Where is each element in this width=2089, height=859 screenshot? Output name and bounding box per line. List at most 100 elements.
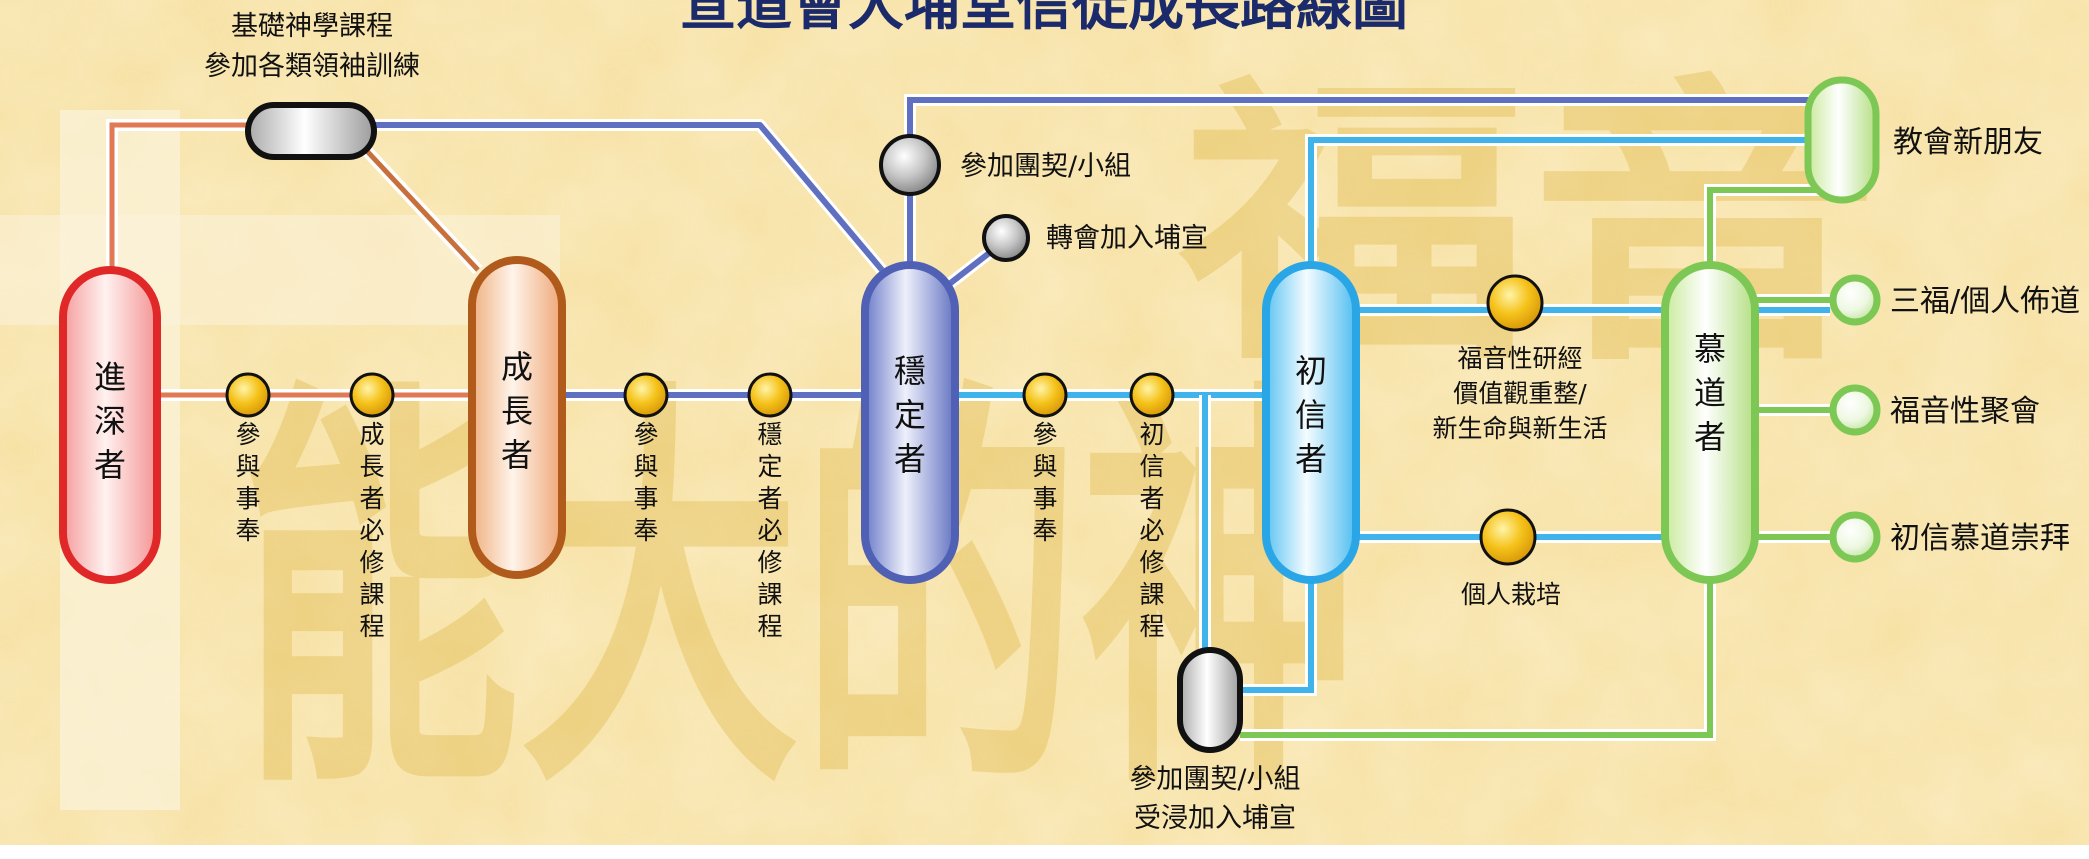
- orange-line: [106, 119, 483, 401]
- page-title: 宣道會大埔堂信徒成長路線圖: [680, 0, 1408, 38]
- label-course-growing-char-3: 者: [359, 484, 384, 513]
- cyan-line: [945, 134, 1830, 696]
- station-advanced[interactable]: 進 深 者: [59, 266, 161, 584]
- station-stable-char-2: 定: [894, 396, 926, 434]
- label-serve-1-char-1: 參: [235, 420, 260, 449]
- station-advanced-capsule[interactable]: [59, 266, 161, 584]
- label-course-new-char-1: 初: [1139, 420, 1164, 449]
- label-course-new-char-6: 課: [1139, 580, 1164, 609]
- station-stable-capsule[interactable]: [861, 261, 959, 584]
- label-course-new-char-2: 信: [1139, 452, 1164, 481]
- label-care: 個人栽培: [1461, 580, 1561, 609]
- label-course-stable-char-5: 修: [757, 548, 782, 577]
- stop-growing-course[interactable]: [349, 372, 395, 418]
- label-fellowship: 參加團契/小組: [960, 151, 1131, 182]
- station-growing-char-3: 者: [501, 436, 533, 474]
- baptism-interchange[interactable]: [1177, 647, 1243, 753]
- label-course-stable-char-7: 程: [757, 612, 782, 641]
- stop-bible-study[interactable]: [1486, 274, 1544, 332]
- label-serve-1-char-3: 事: [235, 484, 260, 513]
- station-new-believer-char-1: 初: [1295, 352, 1327, 390]
- label-course-growing-char-5: 修: [359, 548, 384, 577]
- label-gospel-meeting: 福音性聚會: [1890, 394, 2040, 429]
- station-new-believer-char-3: 者: [1295, 440, 1327, 478]
- stop-gospel-meeting[interactable]: [1829, 384, 1881, 436]
- label-serve-3-char-3: 事: [1032, 484, 1057, 513]
- label-course-new-char-3: 者: [1139, 484, 1164, 513]
- leadership-training-interchange[interactable]: [245, 102, 377, 160]
- label-course-stable-char-6: 課: [757, 580, 782, 609]
- station-new-believer[interactable]: 初 信 者: [1262, 261, 1360, 584]
- stop-fellowship[interactable]: [879, 134, 941, 196]
- label-study-2: 價值觀重整/: [1453, 379, 1587, 408]
- station-stable-char-3: 者: [894, 440, 926, 478]
- station-new-believer-char-2: 信: [1295, 396, 1327, 434]
- label-transfer: 轉會加入埔宣: [1046, 223, 1208, 254]
- label-serve-2-char-1: 參: [633, 420, 658, 449]
- label-serve-3-char-4: 奉: [1032, 516, 1057, 545]
- labels-bottom: 參加團契/小組 受浸加入埔宣: [1129, 764, 1300, 834]
- label-serve-1-char-4: 奉: [235, 516, 260, 545]
- label-study-1: 福音性研經: [1457, 344, 1582, 373]
- stop-worship[interactable]: [1829, 511, 1881, 563]
- labels-blue: 參加團契/小組 轉會加入埔宣: [960, 151, 1208, 254]
- label-course-growing-char-7: 程: [359, 612, 384, 641]
- label-course-growing-char-6: 課: [359, 580, 384, 609]
- station-seeker-char-2: 道: [1694, 374, 1726, 412]
- label-course-stable-char-4: 必: [757, 516, 782, 545]
- label-course-growing-char-2: 長: [359, 452, 384, 481]
- label-study-3: 新生命與新生活: [1432, 414, 1607, 443]
- stop-serve-1[interactable]: [225, 372, 271, 418]
- station-growing-capsule[interactable]: [468, 256, 566, 579]
- labels: 教會新朋友 三福/個人佈道 福音性聚會 初信慕道崇拜: [1890, 125, 2080, 556]
- label-course-stable-char-3: 者: [757, 484, 782, 513]
- station-new-believer-capsule[interactable]: [1262, 261, 1360, 584]
- station-stable-char-1: 穩: [894, 352, 926, 390]
- label-worship: 初信慕道崇拜: [1890, 521, 2070, 556]
- label-basic-1: 基礎神學課程: [231, 11, 393, 42]
- green-line: [1240, 184, 1830, 741]
- label-serve-2-char-4: 奉: [633, 516, 658, 545]
- label-join-1: 參加團契/小組: [1129, 764, 1300, 795]
- stop-transfer[interactable]: [982, 214, 1030, 262]
- label-course-new-char-7: 程: [1139, 612, 1164, 641]
- label-sanfu: 三福/個人佈道: [1890, 284, 2080, 319]
- label-serve-2-char-2: 與: [633, 452, 658, 481]
- labels-top-left: 基礎神學課程 參加各類領袖訓練: [204, 11, 420, 82]
- label-new-friend: 教會新朋友: [1893, 125, 2043, 160]
- label-serve-3-char-1: 參: [1032, 420, 1057, 449]
- label-serve-1-char-2: 與: [235, 452, 260, 481]
- station-growing-char-2: 長: [501, 392, 533, 430]
- station-seeker-char-3: 者: [1694, 418, 1726, 456]
- station-growing-char-1: 成: [501, 348, 533, 386]
- station-seeker[interactable]: 慕 道 者: [1661, 261, 1759, 584]
- stop-sanfu[interactable]: [1829, 274, 1881, 326]
- station-seeker-capsule[interactable]: [1661, 261, 1759, 584]
- new-friend-terminal[interactable]: [1804, 76, 1880, 204]
- label-course-growing-char-1: 成: [359, 420, 384, 449]
- label-course-stable-char-1: 穩: [757, 420, 782, 449]
- station-advanced-char-2: 深: [94, 402, 126, 440]
- station-advanced-char-1: 進: [94, 358, 126, 396]
- station-stable[interactable]: 穩 定 者: [861, 261, 959, 584]
- stop-personal-care[interactable]: [1479, 508, 1537, 566]
- label-serve-2-char-3: 事: [633, 484, 658, 513]
- stop-serve-2[interactable]: [623, 372, 669, 418]
- station-seeker-char-1: 慕: [1694, 330, 1726, 368]
- stops: [225, 134, 1881, 566]
- stop-stable-course[interactable]: [747, 372, 793, 418]
- stop-serve-3[interactable]: [1022, 372, 1068, 418]
- label-course-growing-char-4: 必: [359, 516, 384, 545]
- stop-new-believer-course[interactable]: [1129, 372, 1175, 418]
- label-join-2: 受浸加入埔宣: [1134, 803, 1296, 834]
- label-course-stable-char-2: 定: [757, 452, 782, 481]
- label-course-new-char-5: 修: [1139, 548, 1164, 577]
- label-serve-3-char-2: 與: [1032, 452, 1057, 481]
- station-growing[interactable]: 成 長 者: [468, 256, 566, 579]
- labels-center: 福音性研經 價值觀重整/ 新生命與新生活 個人栽培: [1432, 344, 1607, 609]
- label-basic-2: 參加各類領袖訓練: [204, 51, 420, 82]
- background-calligraphy: 能大的神: [240, 347, 1360, 840]
